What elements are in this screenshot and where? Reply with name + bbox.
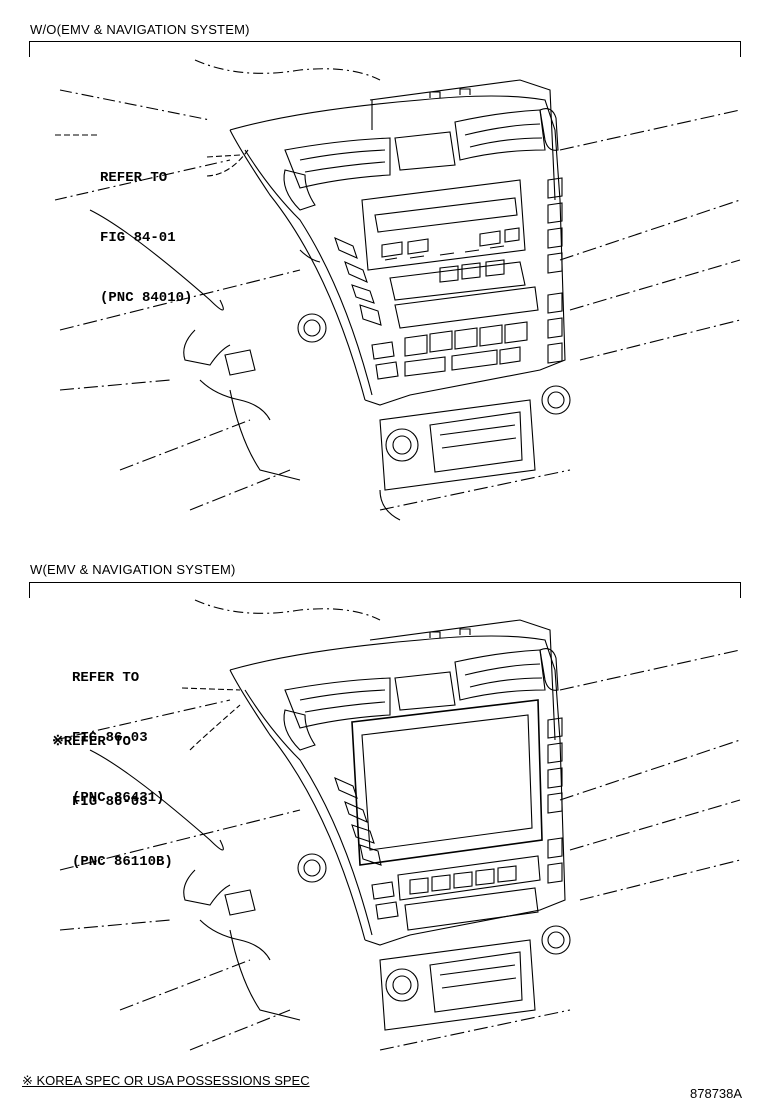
diagram-panel-with-nav-icon [54,599,741,1051]
callout-line: FIG 86-03 [72,730,148,746]
callout-refer-fig-84-01: REFER TO FIG 84-01 (PNC 84010) [100,128,192,328]
callout-refer-fig-86-03-korea: ※REFER TO FIG 86-03 (PNC 86110B) [52,692,173,892]
footnote-korea-spec: ※ KOREA SPEC OR USA POSSESSIONS SPEC [22,1073,310,1088]
frame-right-tick-1 [740,41,741,57]
callout-line: (PNC 84010) [100,290,193,306]
section-title-with-nav: W(EMV & NAVIGATION SYSTEM) [30,562,236,577]
callout-refer-fig-86-03: REFER TO FIG 86-03 (PNC 86431) [72,628,164,828]
callout-line: (PNC 86110B) [72,854,173,870]
diagram-panel-without-nav-icon [54,59,741,521]
frame-right-tick-2 [740,582,741,598]
frame-left-tick-1 [29,41,30,57]
frame-left-tick-2 [29,582,30,598]
frame-top-line-2 [29,582,741,583]
frame-top-line-1 [29,41,741,42]
document-number: 878738A [690,1086,743,1101]
callout-line: FIG 86-03 [72,794,148,810]
callout-line: REFER TO [72,670,140,686]
callout-line: REFER TO [100,170,168,186]
callout-line: FIG 84-01 [100,230,176,246]
section-title-without-nav: W/O(EMV & NAVIGATION SYSTEM) [30,22,250,37]
callout-line: (PNC 86431) [72,790,165,806]
